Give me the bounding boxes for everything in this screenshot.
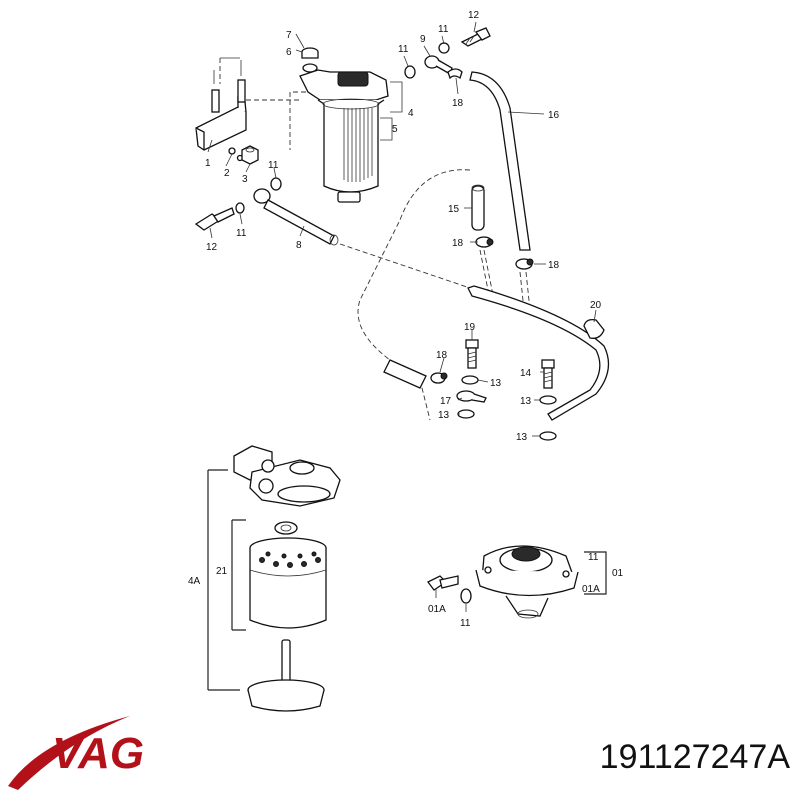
hose-clip-18-right	[515, 258, 534, 270]
callout-4a: 4A	[188, 576, 201, 587]
fuel-filter-upper	[299, 47, 403, 203]
callout-11: 11	[236, 228, 247, 239]
callout-6: 6	[286, 47, 292, 58]
callout-14: 14	[520, 368, 532, 379]
sealing-washer-13-d	[539, 431, 557, 441]
callout-3: 3	[242, 174, 248, 185]
hose-clip-18-lower	[430, 372, 448, 384]
callout-17: 17	[440, 396, 452, 407]
callout-labels: 12 7 6 11 9 11 18 16 4 5 1 2 3 11 15 12 …	[188, 10, 624, 629]
callout-12: 12	[468, 10, 480, 21]
nut-3	[241, 145, 259, 165]
hose-clip-18-upper	[447, 68, 463, 80]
part-number: 191127247A	[599, 738, 790, 776]
banjo-fitting-17	[456, 390, 487, 403]
sealing-washer-13-b	[457, 409, 475, 419]
vag-logo-text: VAG	[52, 729, 144, 778]
vag-logo: VAG	[8, 716, 144, 790]
banjo-bolt-19	[465, 339, 479, 369]
callout-9: 9	[420, 34, 426, 45]
sealing-washer-11-mid	[270, 177, 282, 191]
callout-21: 21	[216, 566, 228, 577]
callout-12: 12	[206, 242, 218, 253]
callout-13: 13	[438, 410, 450, 421]
callout-01a: 01A	[582, 584, 600, 595]
callout-1: 1	[205, 158, 211, 169]
banjo-bolt-14	[541, 359, 555, 389]
filter-assembly-4a	[207, 445, 341, 712]
hose-clip-20	[583, 318, 605, 339]
sealing-washer-13-a	[461, 375, 479, 385]
callout-13: 13	[516, 432, 528, 443]
callout-7: 7	[286, 30, 292, 41]
callout-18: 18	[452, 238, 464, 249]
callout-11: 11	[438, 24, 449, 35]
fuel-hose-16	[469, 71, 531, 251]
fuel-pump-01	[475, 545, 607, 619]
callout-13: 13	[520, 396, 532, 407]
banjo-bolt-01a	[427, 575, 459, 591]
callout-11: 11	[268, 160, 279, 171]
callout-01: 01	[612, 568, 624, 579]
sealing-washer-13-c	[539, 395, 557, 405]
banjo-bolt-12-upper	[460, 27, 491, 47]
mounting-bracket	[195, 57, 247, 162]
callout-20: 20	[590, 300, 602, 311]
callout-18: 18	[548, 260, 560, 271]
banjo-fitting-9	[404, 42, 453, 79]
hose-clip-18-mid	[475, 236, 494, 248]
callout-2: 2	[224, 168, 230, 179]
callout-11: 11	[398, 44, 409, 55]
callout-16: 16	[548, 110, 560, 121]
callout-01a: 01A	[428, 604, 446, 615]
fuel-pipe-8	[253, 188, 339, 246]
callout-15: 15	[448, 204, 460, 215]
callout-19: 19	[464, 322, 476, 333]
fuel-hose-lower	[383, 359, 427, 389]
callout-18: 18	[452, 98, 464, 109]
callout-4: 4	[408, 108, 414, 119]
callout-5: 5	[392, 124, 398, 135]
leader-lines	[207, 21, 597, 612]
callout-8: 8	[296, 240, 302, 251]
callout-11: 11	[588, 552, 599, 563]
banjo-bolt-12-lower	[194, 202, 245, 231]
callout-11: 11	[460, 618, 471, 629]
fuel-hose-15	[471, 184, 485, 231]
callout-18: 18	[436, 350, 448, 361]
sealing-washer-11-pump	[460, 588, 472, 604]
callout-13: 13	[490, 378, 502, 389]
fuel-return-pipe	[467, 285, 610, 421]
